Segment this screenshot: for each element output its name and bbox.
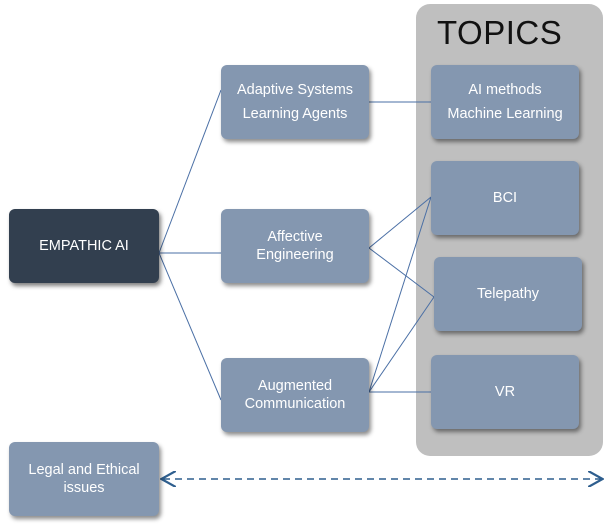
node-vr: VR: [431, 355, 579, 429]
node-ai-methods-line1: AI methods: [468, 82, 542, 98]
node-legal-line1: Legal and Ethical: [28, 462, 140, 478]
node-legal-ethical: Legal and Ethical issues: [9, 442, 159, 516]
node-empathic-ai: EMPATHIC AI: [9, 209, 159, 283]
node-adaptive-systems: Adaptive Systems Learning Agents: [221, 65, 369, 139]
node-bci-label: BCI: [492, 190, 518, 206]
node-adaptive-line2: Learning Agents: [242, 106, 348, 122]
node-augmented-communication: Augmented Communication: [221, 358, 369, 432]
node-ai-methods: AI methods Machine Learning: [431, 65, 579, 139]
node-telepathy: Telepathy: [434, 257, 582, 331]
node-affective-line2: Engineering: [256, 247, 334, 263]
node-ai-methods-line2: Machine Learning: [447, 106, 563, 122]
topics-title: TOPICS: [437, 14, 563, 51]
node-affective-line1: Affective: [267, 229, 323, 245]
node-vr-label: VR: [494, 384, 516, 400]
node-telepathy-label: Telepathy: [476, 286, 540, 302]
node-adaptive-line1: Adaptive Systems: [236, 82, 354, 98]
node-empathic-ai-label: EMPATHIC AI: [39, 238, 129, 254]
node-bci: BCI: [431, 161, 579, 235]
node-augmented-line1: Augmented: [257, 378, 333, 394]
node-augmented-line2: Communication: [244, 396, 346, 412]
edge-empathic-augmented: [158, 252, 222, 401]
node-legal-line2: issues: [63, 480, 105, 496]
node-affective-engineering: Affective Engineering: [221, 209, 369, 283]
edge-empathic-adaptive: [158, 89, 222, 254]
